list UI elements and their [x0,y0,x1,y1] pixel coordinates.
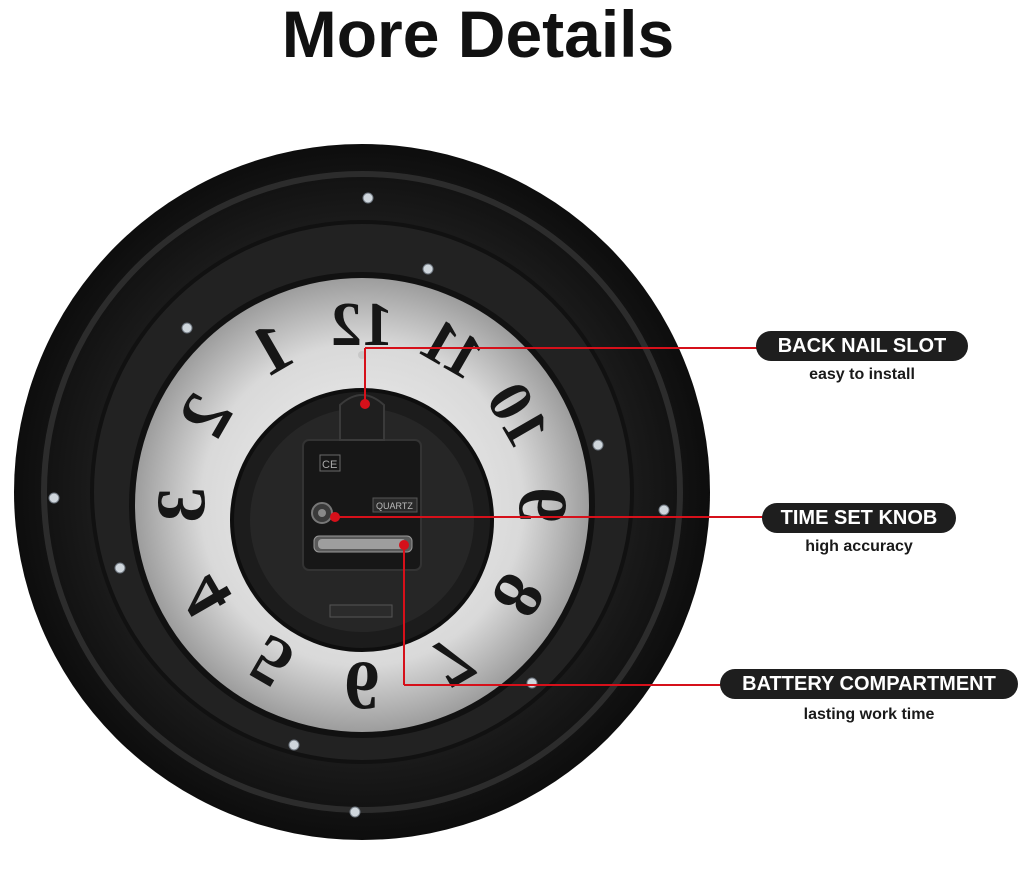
callout-time-set-knob-sub: high accuracy [805,538,913,555]
callout-battery-compartment: BATTERY COMPARTMENT [720,669,1018,699]
pin-nail-slot [360,399,370,409]
quartz-label: QUARTZ [376,501,413,511]
callout-back-nail-slot: BACK NAIL SLOT [756,331,968,361]
ce-mark: CE [322,459,337,471]
page-title: More Details [281,0,675,71]
pin-battery [399,540,409,550]
numeral-6: 6 [345,647,380,724]
numeral-3: 3 [144,488,221,523]
callout-battery-compartment-sub: lasting work time [803,706,935,723]
pin-time-knob [330,512,340,522]
callout-back-nail-slot-sub: easy to install [809,366,915,383]
callout-time-set-knob: TIME SET KNOB [762,503,956,533]
